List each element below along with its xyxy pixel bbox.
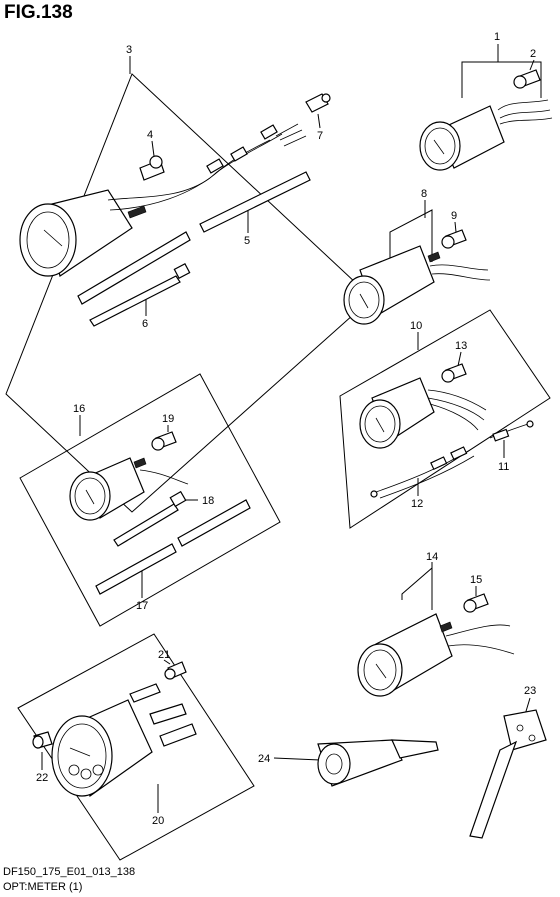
callout-19: 19 bbox=[162, 413, 174, 425]
callout-1: 1 bbox=[494, 31, 500, 43]
group-box-3 bbox=[5, 73, 373, 513]
callout-17: 17 bbox=[136, 600, 148, 612]
part-4-bulb bbox=[139, 155, 165, 181]
callout-3: 3 bbox=[126, 44, 132, 56]
part-6-clamp-band bbox=[89, 262, 191, 327]
part-14-meter-assembly bbox=[357, 613, 515, 697]
part-21-bulb bbox=[164, 661, 187, 680]
part-12-harness bbox=[370, 446, 475, 499]
callout-21: 21 bbox=[158, 649, 170, 661]
callout-2: 2 bbox=[530, 48, 536, 60]
callout-labels: 1 2 3 4 5 6 7 8 9 10 11 12 13 14 15 16 1… bbox=[36, 31, 536, 827]
part-18-clamp-band bbox=[113, 490, 187, 547]
figure-code: DF150_175_E01_013_138 bbox=[3, 866, 136, 878]
group-box-16 bbox=[19, 373, 281, 627]
callout-9: 9 bbox=[451, 210, 457, 222]
part-11-harness bbox=[489, 420, 534, 442]
callout-4: 4 bbox=[147, 129, 153, 141]
group-box-20 bbox=[17, 633, 255, 861]
group-box-10 bbox=[339, 309, 551, 529]
callout-7: 7 bbox=[317, 130, 323, 142]
callout-14: 14 bbox=[426, 551, 438, 563]
part-3-harness bbox=[206, 123, 307, 179]
callout-13: 13 bbox=[455, 340, 467, 352]
callout-15: 15 bbox=[470, 574, 482, 586]
figure-title: FIG.138 bbox=[4, 2, 73, 23]
part-7-fuse bbox=[305, 93, 331, 113]
part-2-bulb bbox=[513, 69, 541, 89]
callout-12: 12 bbox=[411, 498, 423, 510]
part-17-protector-tube bbox=[95, 499, 251, 595]
part-24-bracket bbox=[317, 739, 439, 787]
part-1-meter-assembly bbox=[419, 99, 553, 171]
figure-subtitle: OPT:METER (1) bbox=[3, 881, 83, 893]
part-22-bulb bbox=[32, 731, 53, 749]
callout-18: 18 bbox=[202, 495, 214, 507]
callout-10: 10 bbox=[410, 320, 422, 332]
part-20-meter-assembly bbox=[51, 683, 197, 798]
part-23-bracket bbox=[469, 709, 547, 839]
callout-24: 24 bbox=[258, 753, 270, 765]
part-16-meter bbox=[69, 457, 189, 521]
part-10-meter bbox=[359, 377, 487, 449]
callout-16: 16 bbox=[73, 403, 85, 415]
part-15-bulb bbox=[463, 593, 489, 613]
part-19-bulb bbox=[151, 431, 177, 451]
part-13-bulb bbox=[441, 363, 467, 383]
callout-20: 20 bbox=[152, 815, 164, 827]
part-8-meter-assembly bbox=[343, 245, 491, 325]
callout-8: 8 bbox=[421, 188, 427, 200]
part-9-bulb bbox=[441, 229, 467, 249]
callout-23: 23 bbox=[524, 685, 536, 697]
part-5-protector-tube bbox=[77, 171, 311, 305]
callout-6: 6 bbox=[142, 318, 148, 330]
callout-11: 11 bbox=[498, 461, 509, 473]
part-3-meter bbox=[19, 169, 221, 277]
callout-22: 22 bbox=[36, 772, 48, 784]
callout-5: 5 bbox=[244, 235, 250, 247]
